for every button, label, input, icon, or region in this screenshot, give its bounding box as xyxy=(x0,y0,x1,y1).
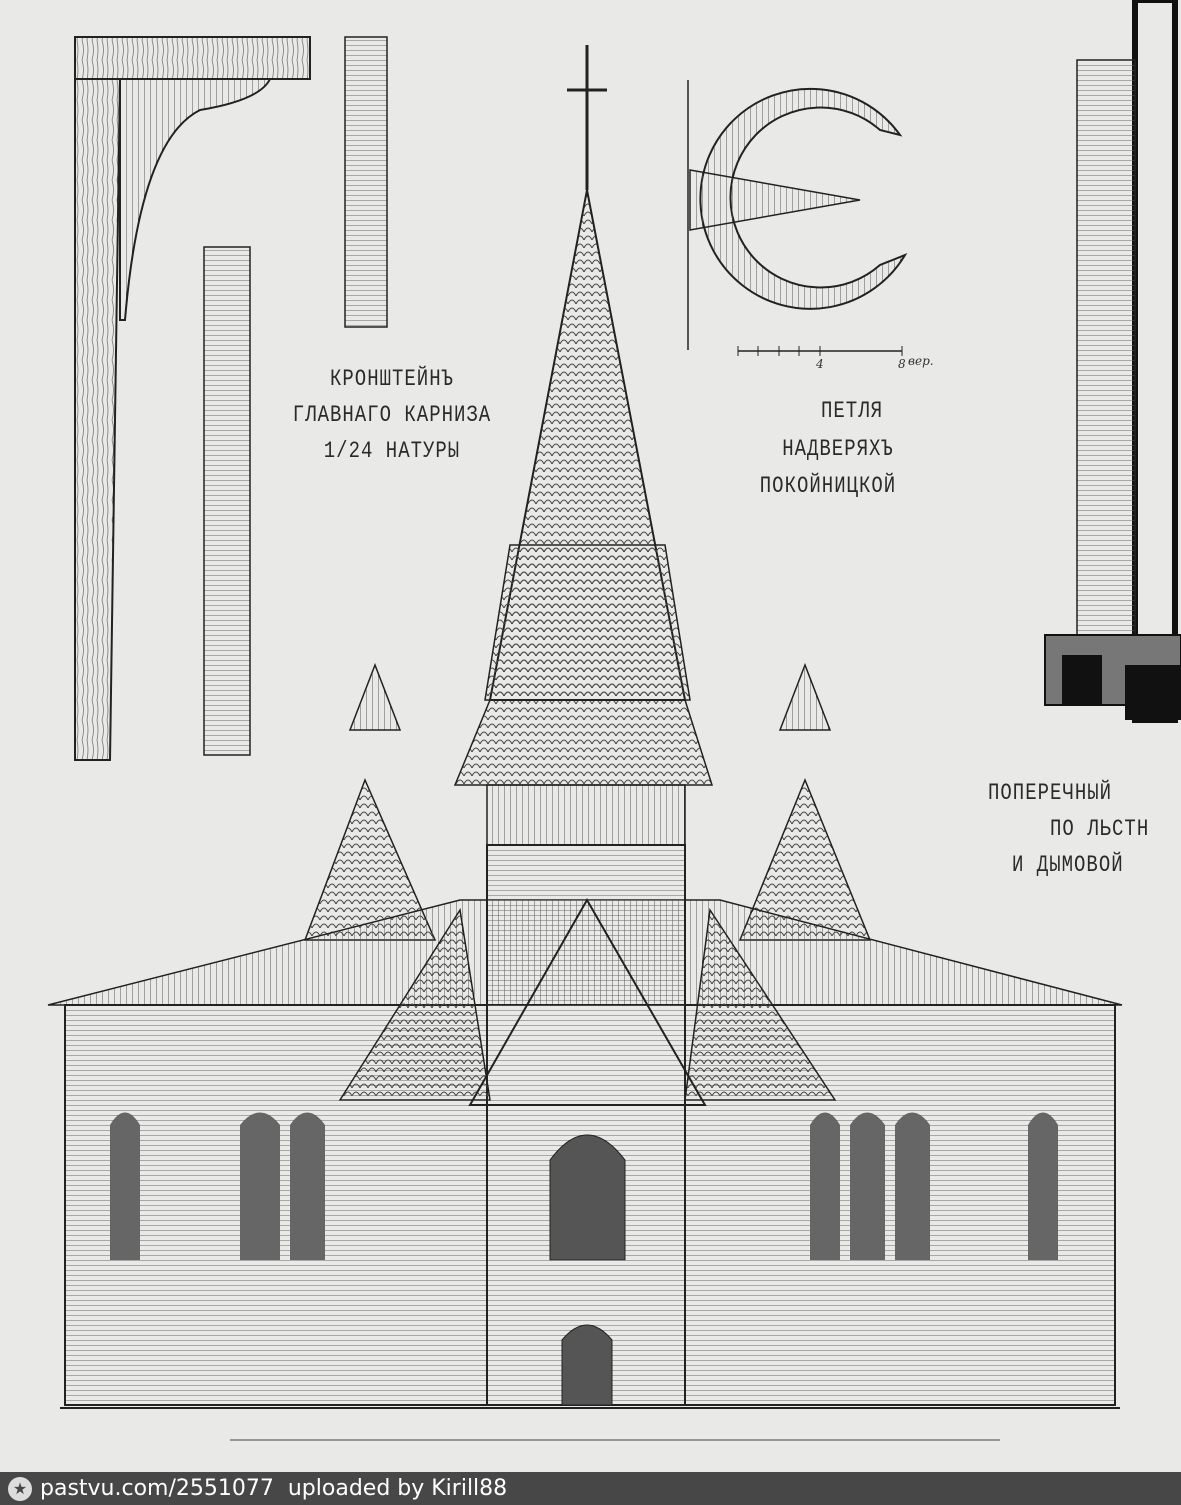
bracket-caption-line-1: КРОНШТЕЙНЪ xyxy=(329,365,455,393)
section-drawing xyxy=(1044,0,1181,723)
scale-unit: вер. xyxy=(908,354,934,368)
hinge-caption-line-1: ПЕТЛЯ xyxy=(820,397,883,425)
scale-label-mid: 4 xyxy=(816,357,824,371)
watermark-text: pastvu.com/2551077 uploaded by Kirill88 xyxy=(40,1476,508,1501)
scale-label-end: 8 xyxy=(898,357,906,371)
section-caption-line-1: ПОПЕРЕЧНЫЙ xyxy=(988,779,1113,807)
church-elevation xyxy=(47,45,1123,1441)
bracket-caption-line-3: 1/24 НАТУРЫ xyxy=(323,437,461,465)
section-caption-line-2: ПО ЛЬСТН xyxy=(1050,815,1150,843)
hinge-caption-line-2: НАДВЕРЯХЪ xyxy=(782,435,894,463)
architectural-drawing xyxy=(47,0,1181,1441)
hinge-drawing xyxy=(687,80,908,356)
watermark-bar: ★ pastvu.com/2551077 uploaded by Kirill8… xyxy=(0,1472,1181,1505)
bracket-caption-line-2: ГЛАВНАГО КАРНИЗА xyxy=(292,401,492,429)
star-icon: ★ xyxy=(8,1476,32,1501)
section-caption-line-3: И ДЫМОВОЙ xyxy=(1012,851,1124,879)
scale-bar xyxy=(737,346,903,356)
hinge-caption-line-3: ПОКОЙНИЦКОЙ xyxy=(759,472,897,500)
bracket-drawing xyxy=(74,36,388,761)
